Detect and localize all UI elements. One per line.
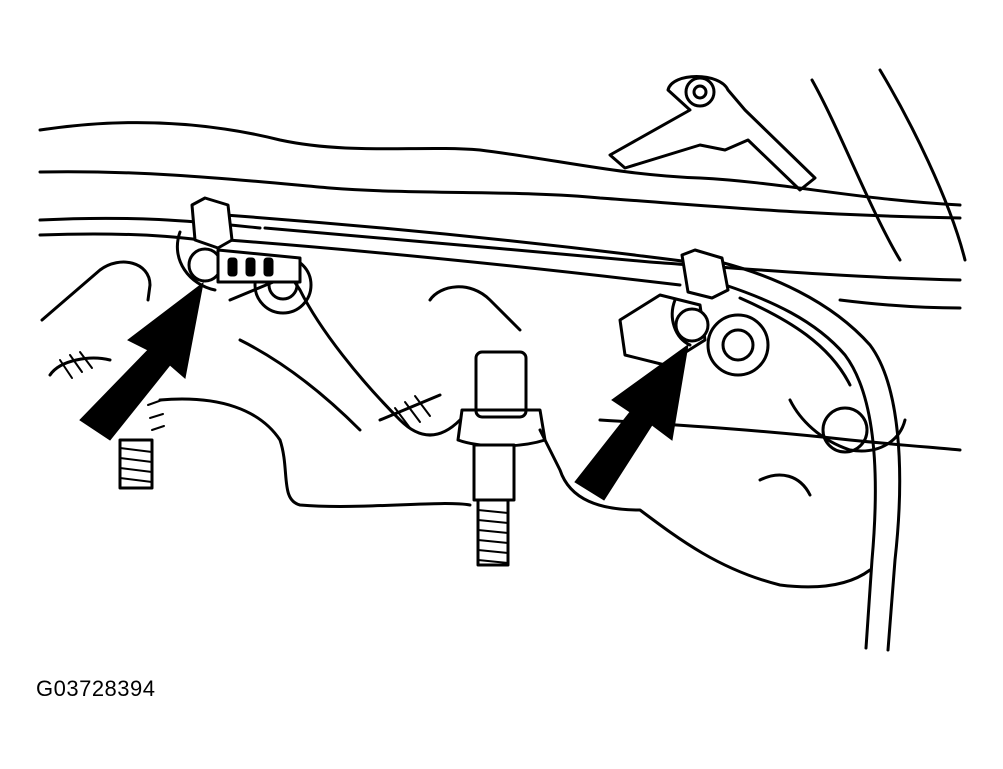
left-bolt-stud [118, 399, 165, 490]
upper-bracket [608, 68, 967, 262]
callout-arrows [79, 281, 689, 501]
arrow-right [574, 343, 689, 501]
right-connector-clip [670, 248, 730, 347]
cylinder-head-outline [38, 121, 962, 310]
harness-tube [223, 213, 902, 652]
arrow-left [79, 281, 204, 441]
sensor-with-stud [456, 350, 547, 567]
lower-manifold-outline [158, 397, 962, 589]
left-connector-clip [175, 196, 302, 292]
figure-id-label: G03728394 [36, 676, 156, 701]
